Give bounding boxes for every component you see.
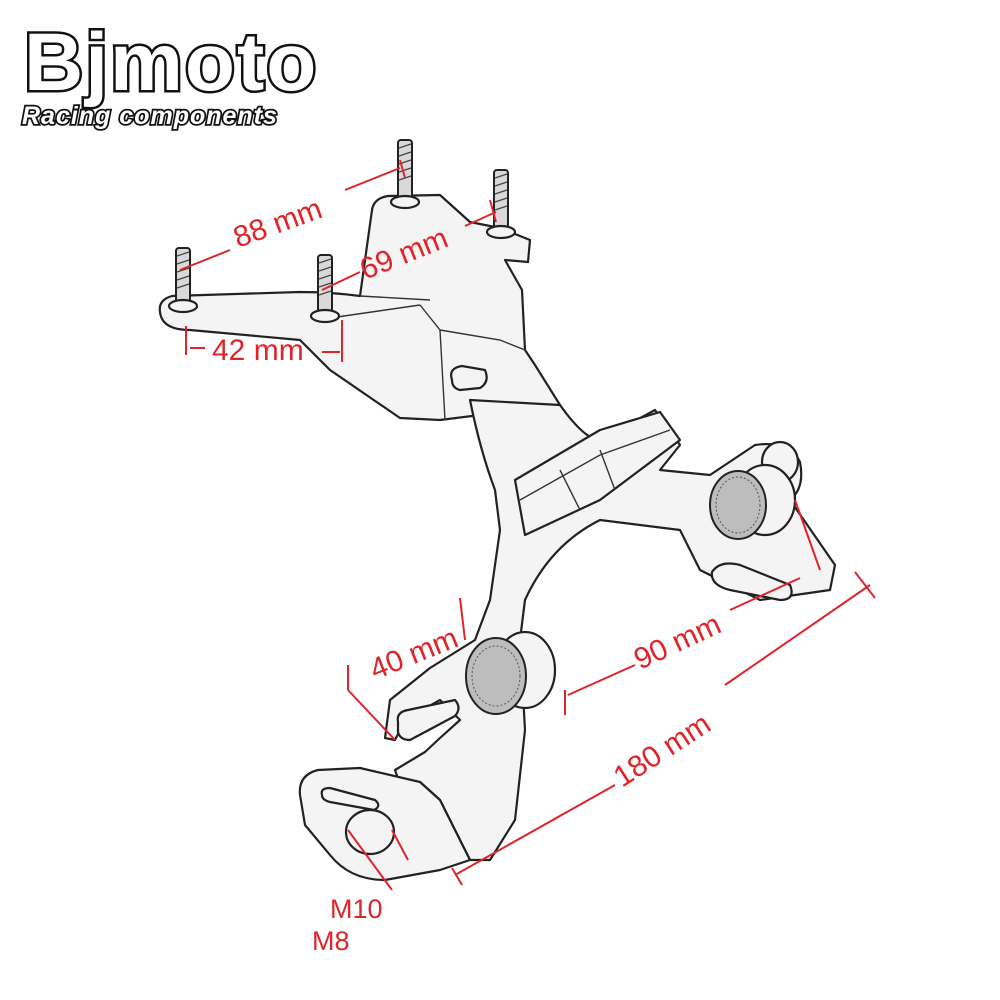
clamp-block (513, 410, 682, 537)
lower-slot (320, 786, 380, 812)
upper-plate (158, 193, 562, 422)
dimension-lines (179, 159, 876, 891)
thread-m10-label: M10 (330, 894, 383, 924)
thread-m8-label: M8 (312, 926, 350, 956)
dim-42mm: 42 mm (212, 334, 304, 367)
brand-logo: Bjmoto Racing components (18, 8, 348, 133)
brand-name: Bjmoto (24, 17, 318, 108)
brand-tagline: Racing components (22, 102, 278, 130)
dim-88mm: 88 mm (229, 192, 326, 254)
dim-180mm: 180 mm (608, 707, 717, 794)
lower-knob (465, 630, 557, 715)
dim-90mm: 90 mm (629, 608, 726, 677)
upper-plate-fold (329, 295, 526, 421)
upper-knob (709, 463, 797, 540)
upper-slot (450, 364, 488, 392)
m10-hole (344, 808, 396, 856)
upper-bolts (167, 139, 517, 324)
side-slot (396, 698, 460, 742)
